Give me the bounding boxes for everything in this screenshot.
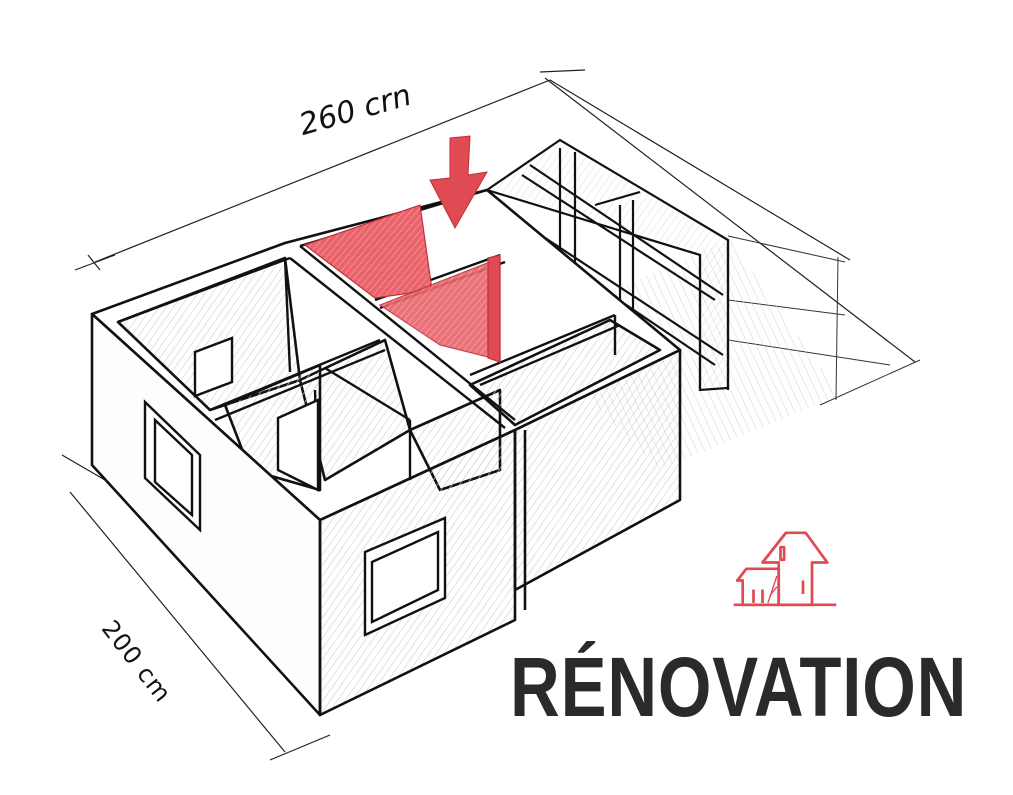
house-walls [90,188,682,717]
down-arrow-icon [429,135,488,230]
renovation-highlight [303,204,501,363]
page-title: RÉNOVATION [510,640,968,734]
dimension-line-top [74,69,916,363]
dimension-line-left [61,454,331,761]
house-icon [733,531,837,607]
windows [143,336,447,637]
